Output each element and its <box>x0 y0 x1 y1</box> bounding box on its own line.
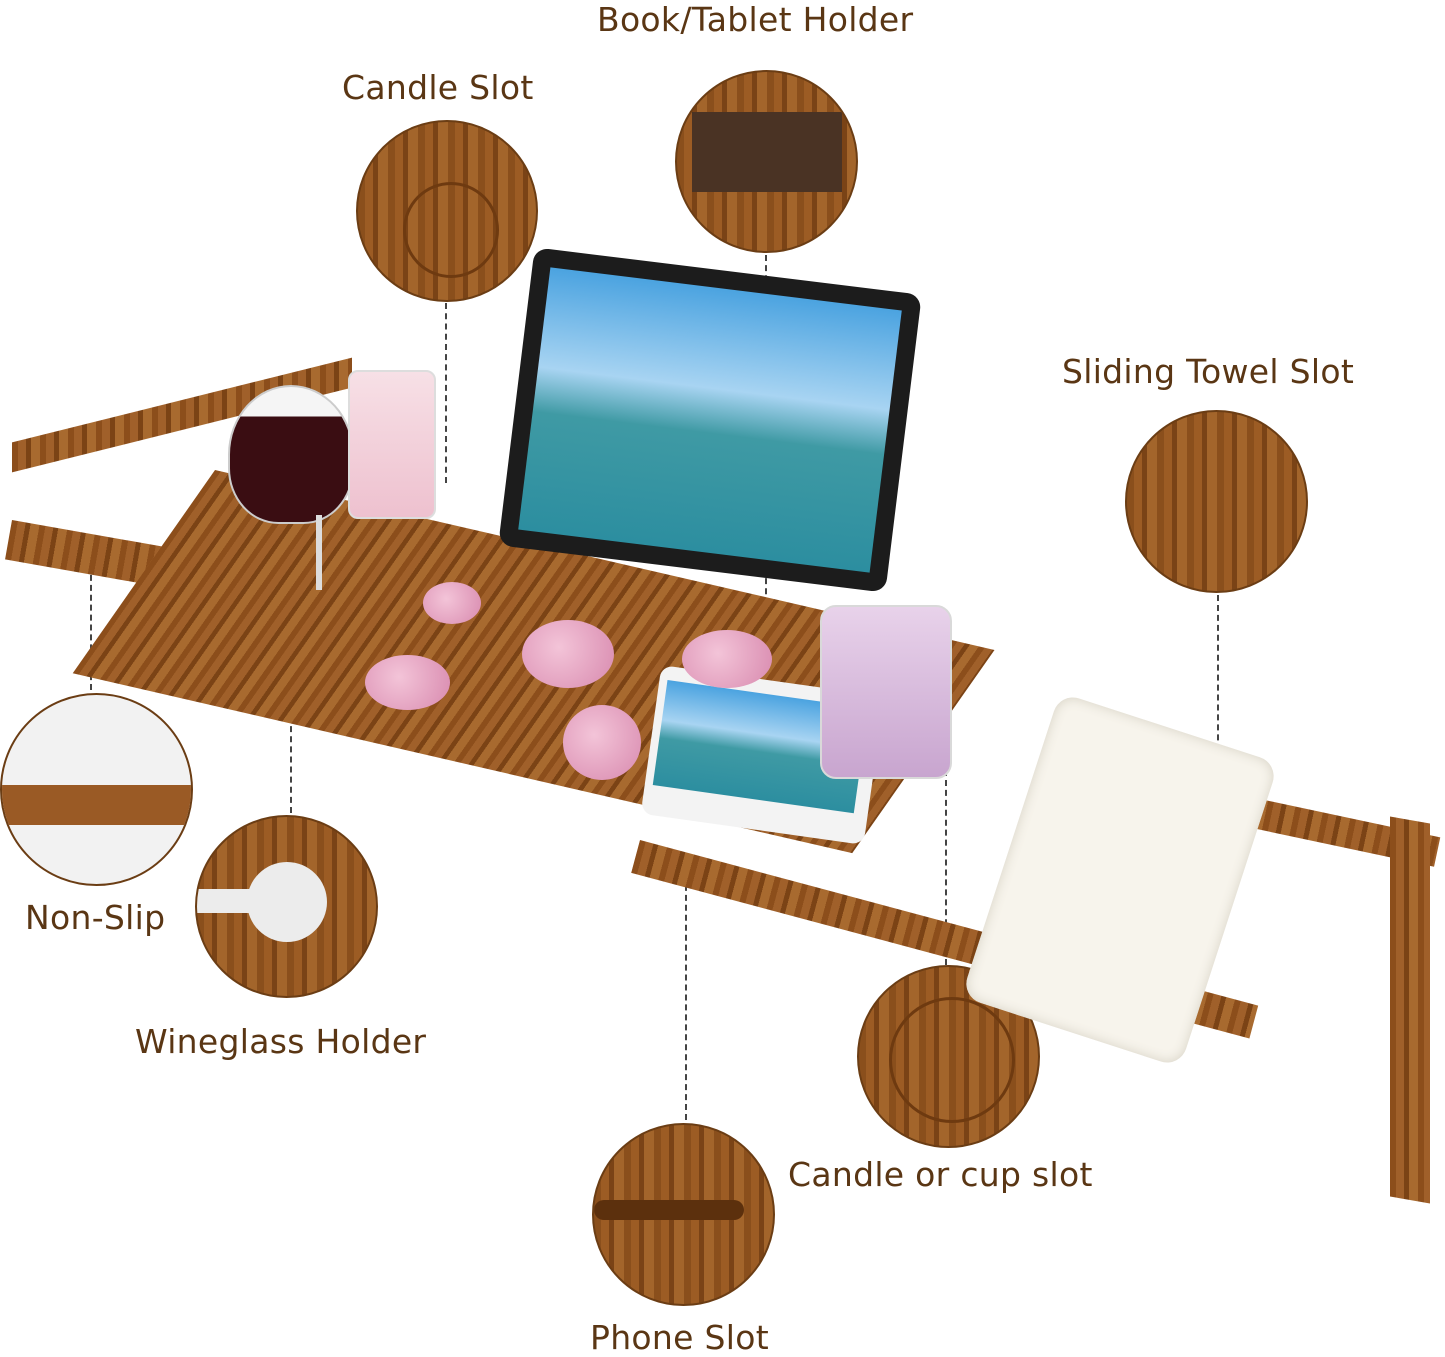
candle-slot-detail-image <box>356 120 538 302</box>
candle-slot-connector <box>445 303 447 483</box>
flower-petal <box>563 705 641 780</box>
label-wineglass-holder: Wineglass Holder <box>135 1022 427 1061</box>
label-candle-slot: Candle Slot <box>342 68 534 107</box>
label-book-tablet-holder: Book/Tablet Holder <box>597 0 914 39</box>
scented-candle <box>820 605 952 779</box>
label-candle-or-cup-slot: Candle or cup slot <box>788 1155 1093 1194</box>
wineglass-holder-detail-image <box>195 815 378 998</box>
non-slip-detail-image <box>0 693 193 886</box>
tablet-device <box>498 247 922 593</box>
tablet-screen <box>518 267 902 573</box>
flower-petal <box>365 655 450 710</box>
phone-slot-detail-image <box>592 1123 775 1306</box>
label-phone-slot: Phone Slot <box>590 1318 769 1357</box>
wine-glass-stem <box>316 515 322 590</box>
candle-cup-connector <box>945 770 947 965</box>
flower-petal <box>522 620 614 688</box>
towel-slot-detail-image <box>1125 410 1308 593</box>
non-slip-connector <box>90 565 92 690</box>
wine-glass <box>228 385 354 524</box>
label-sliding-towel-slot: Sliding Towel Slot <box>1062 352 1355 391</box>
tablet-holder-detail-image <box>675 70 858 253</box>
flower-petal <box>423 582 481 624</box>
tray-right-end <box>1390 816 1430 1204</box>
flower-petal <box>682 630 772 688</box>
towel-slot-connector <box>1217 595 1219 810</box>
bath-oil-bottle <box>348 370 436 519</box>
phone-slot-connector <box>685 855 687 1120</box>
label-non-slip: Non-Slip <box>25 898 166 937</box>
